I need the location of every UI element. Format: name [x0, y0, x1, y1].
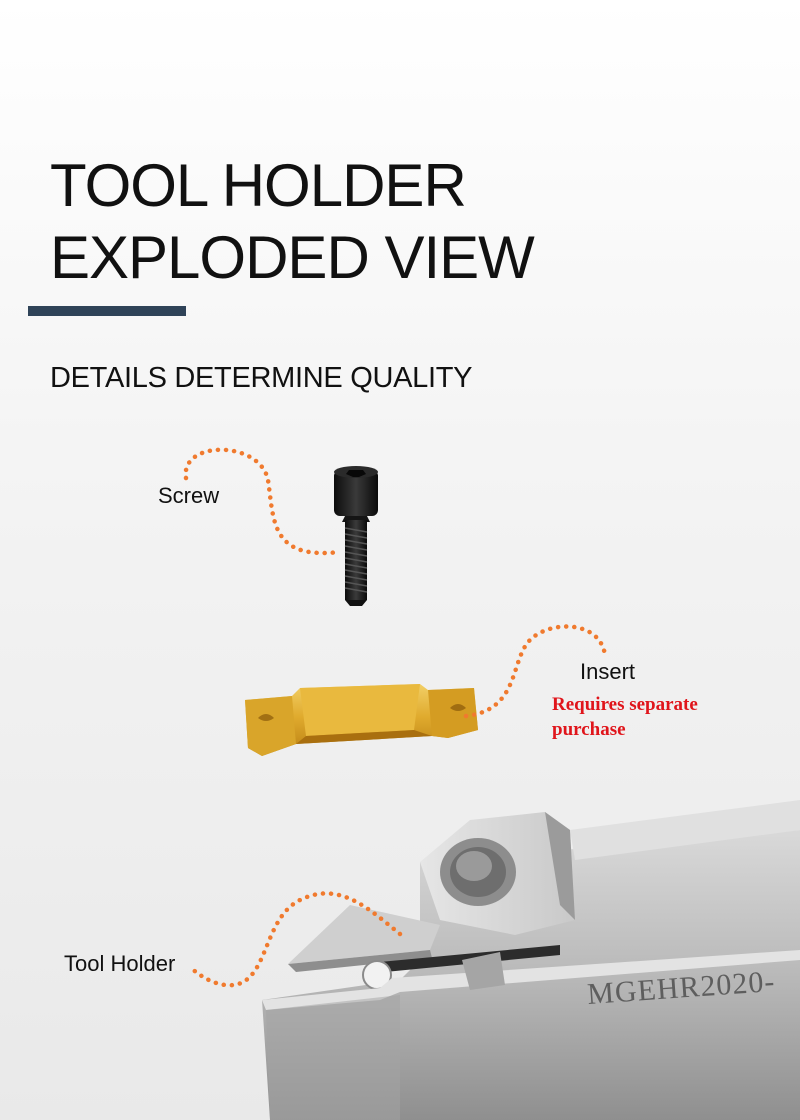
insert-note: Requires separate purchase: [552, 692, 698, 742]
insert-leader: [463, 624, 608, 719]
subtitle: DETAILS DETERMINE QUALITY: [50, 362, 473, 394]
tool-holder-part: MGEHR2020-: [262, 800, 800, 1120]
page-title: TOOL HOLDER EXPLODED VIEW: [50, 150, 535, 294]
accent-bar: [28, 306, 186, 316]
insert-note-line-2: purchase: [552, 719, 626, 740]
insert-label: Insert: [580, 659, 636, 684]
insert-part: [245, 684, 478, 756]
tool-holder-label: Tool Holder: [64, 951, 176, 976]
holder-leader: [187, 891, 403, 988]
insert-note-line-1: Requires separate: [552, 694, 698, 715]
title-line-1: TOOL HOLDER: [50, 152, 467, 219]
title-line-2: EXPLODED VIEW: [50, 224, 535, 291]
screw-part: [334, 466, 378, 606]
screw-label: Screw: [158, 483, 220, 508]
screw-leader: [183, 447, 343, 556]
